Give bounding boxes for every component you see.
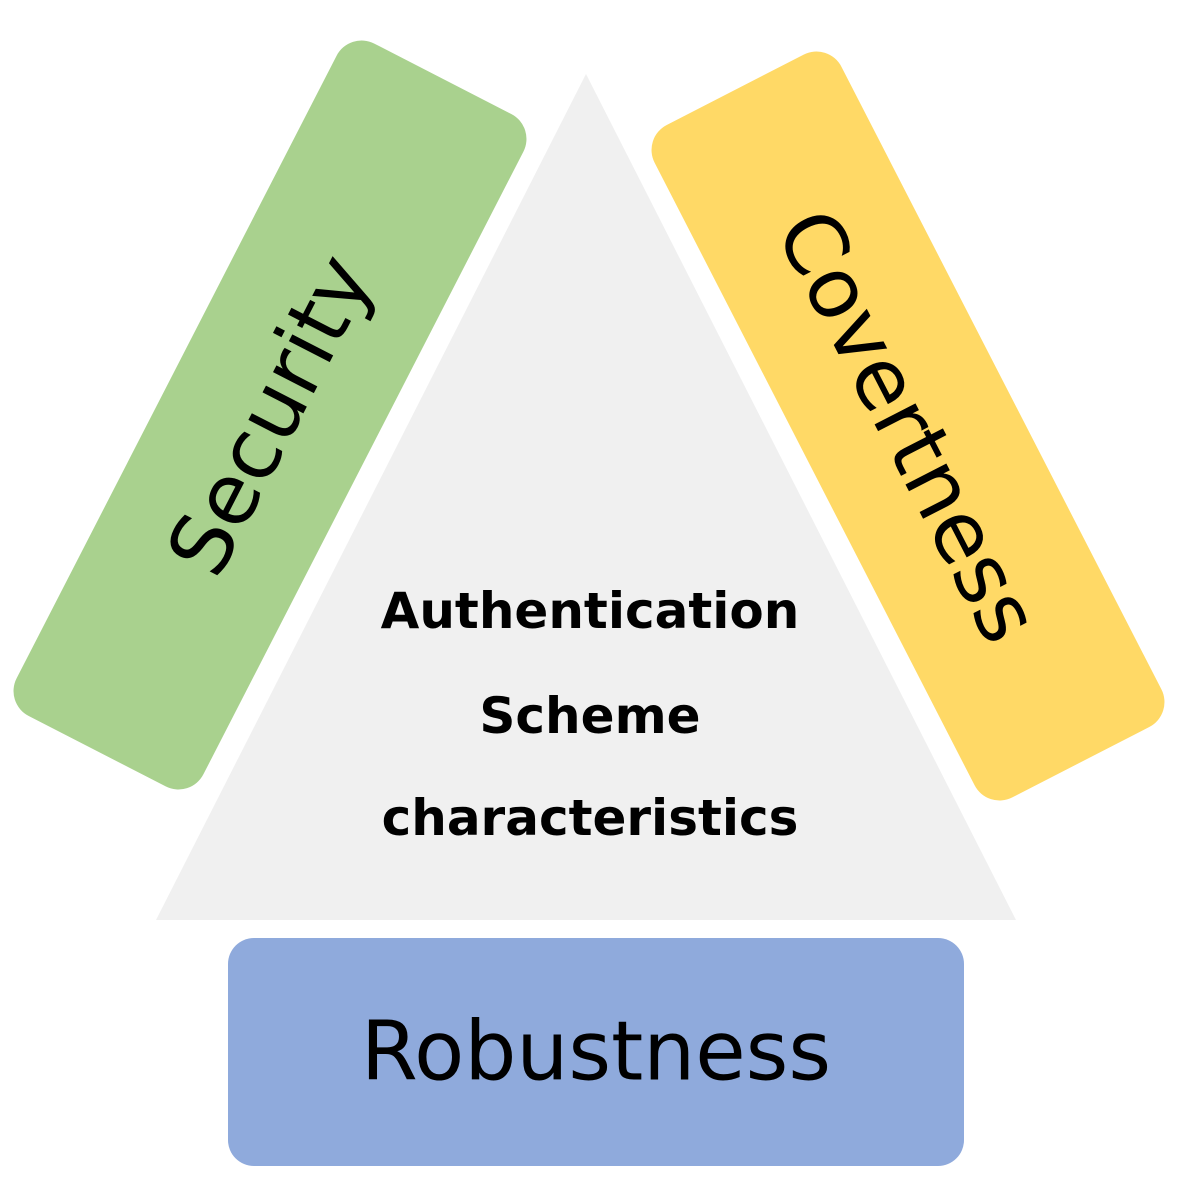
robustness-label: Robustness xyxy=(361,1005,831,1100)
center-triangle xyxy=(156,74,1016,920)
center-line-2: Scheme xyxy=(479,687,700,745)
robustness-pill: Robustness xyxy=(228,938,964,1166)
robustness-pill-shape xyxy=(228,938,964,1166)
center-line-3: characteristics xyxy=(382,789,799,847)
security-pill-shape xyxy=(13,40,527,790)
center-line-1: Authentication xyxy=(381,582,800,640)
covertness-pill-shape xyxy=(651,51,1165,801)
